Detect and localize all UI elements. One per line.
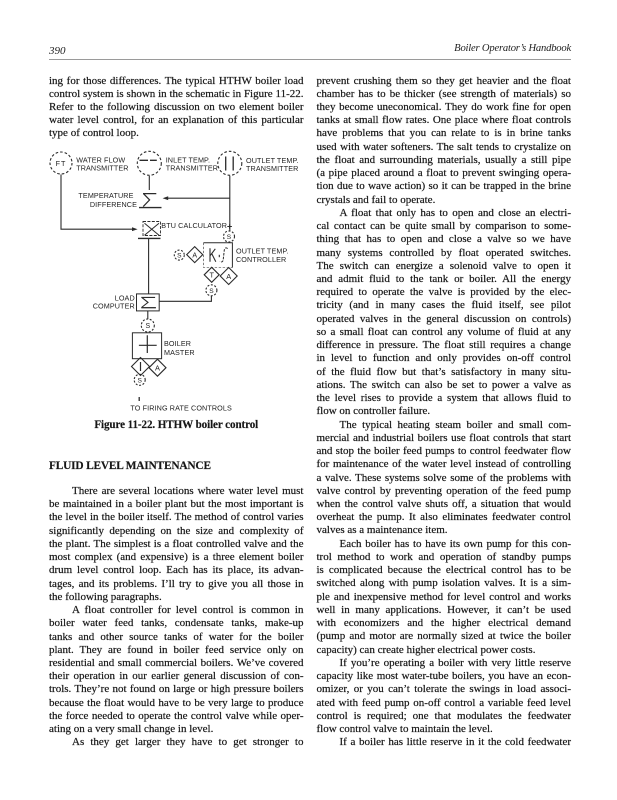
svg-text:TRANSMITTER: TRANSMITTER xyxy=(76,164,128,173)
svg-text:COMPUTER: COMPUTER xyxy=(93,301,135,310)
svg-text:TRANSMITTER: TRANSMITTER xyxy=(246,164,298,173)
svg-text:LOAD: LOAD xyxy=(115,293,135,302)
svg-text:A: A xyxy=(192,252,197,259)
svg-text:BTU CALCULATOR: BTU CALCULATOR xyxy=(161,221,227,230)
svg-text:FT: FT xyxy=(56,159,67,168)
svg-text:OUTLET TEMP.: OUTLET TEMP. xyxy=(246,156,299,165)
svg-text:A: A xyxy=(226,272,231,281)
svg-text:S: S xyxy=(177,253,182,260)
svg-text:WATER FLOW: WATER FLOW xyxy=(76,156,125,165)
svg-text:T: T xyxy=(209,271,214,280)
svg-text:INLET TEMP.: INLET TEMP. xyxy=(166,156,210,165)
svg-text:S: S xyxy=(209,288,214,295)
svg-text:BOILER: BOILER xyxy=(164,339,191,348)
svg-text:S: S xyxy=(137,377,142,384)
svg-text:S: S xyxy=(227,234,232,241)
svg-text:A: A xyxy=(155,364,160,373)
svg-text:TRANSMITTER: TRANSMITTER xyxy=(166,164,218,173)
svg-text:S: S xyxy=(145,323,150,330)
svg-text:TEMPERATURE: TEMPERATURE xyxy=(78,191,133,200)
svg-text:DIFFERENCE: DIFFERENCE xyxy=(90,200,137,209)
svg-text:CONTROLLER: CONTROLLER xyxy=(236,255,286,264)
svg-text:OUTLET TEMP.: OUTLET TEMP. xyxy=(236,247,289,256)
svg-text:TO FIRING RATE CONTROLS: TO FIRING RATE CONTROLS xyxy=(130,403,232,412)
svg-text:MASTER: MASTER xyxy=(164,348,195,357)
